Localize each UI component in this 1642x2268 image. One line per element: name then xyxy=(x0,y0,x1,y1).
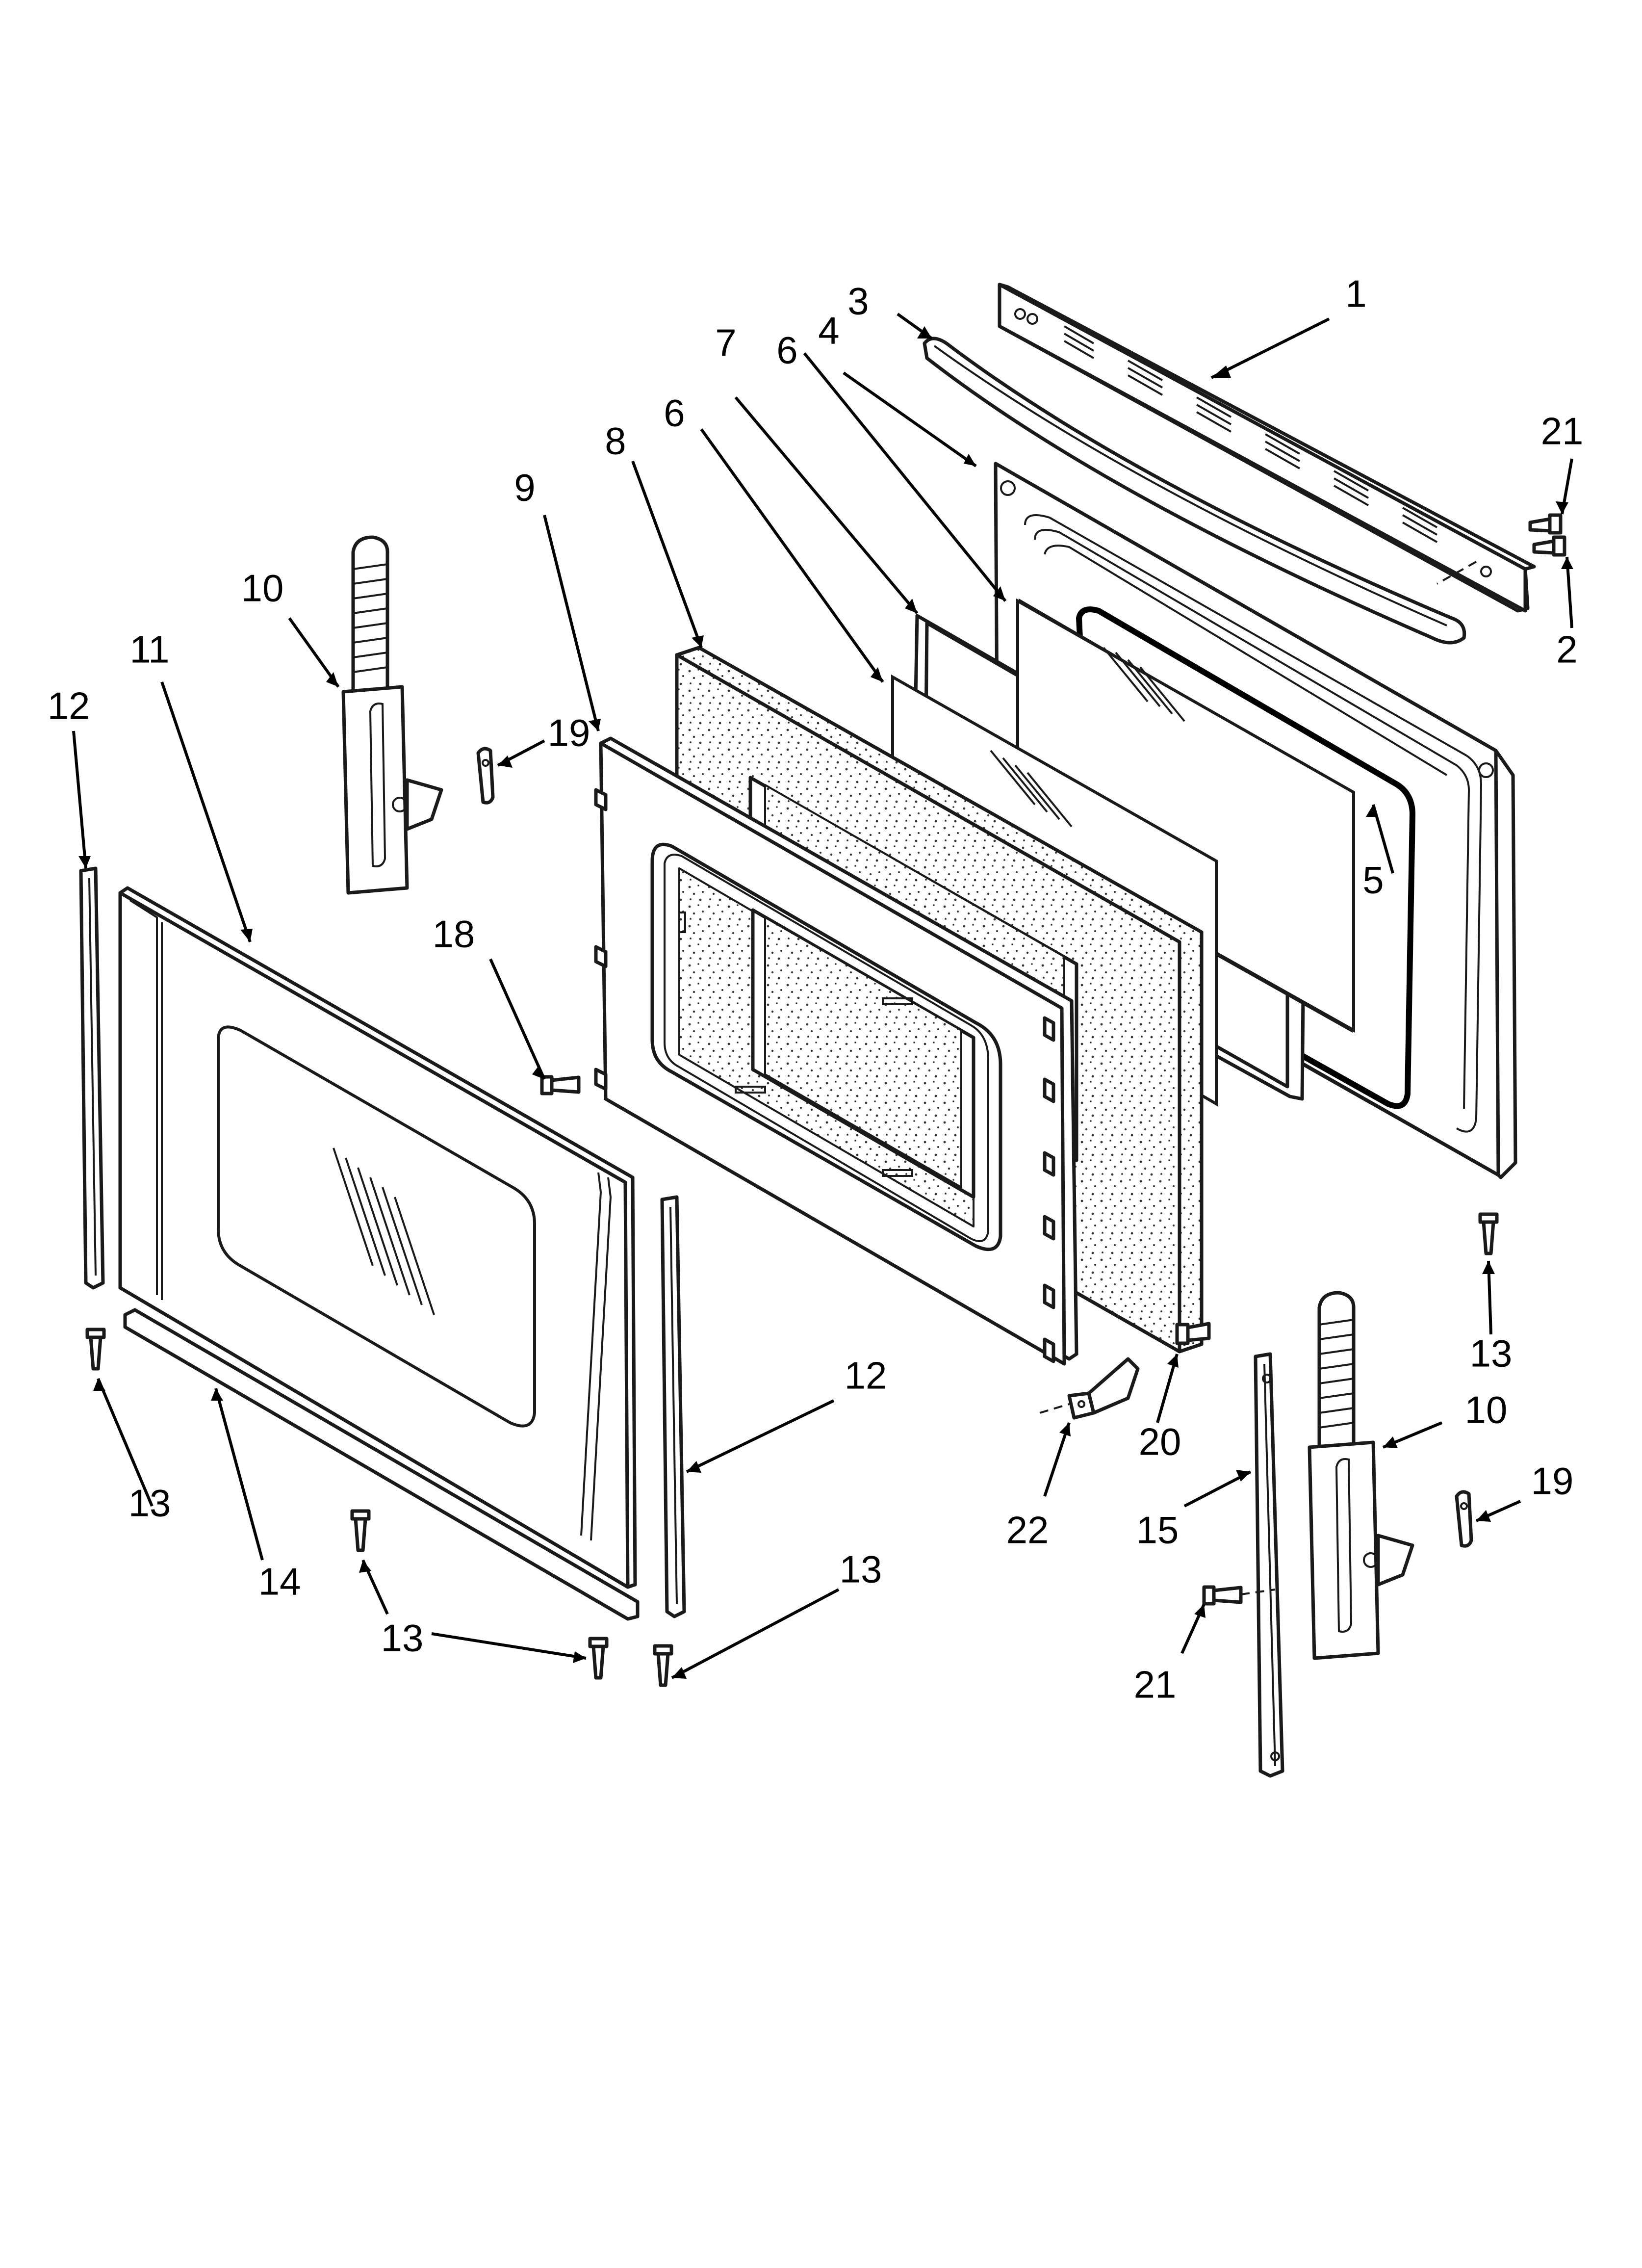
callout-1: 1 xyxy=(1345,272,1366,315)
screw-icon xyxy=(85,513,1566,1687)
callout-labels: 1 2 3 4 5 6 6 7 8 9 10 10 11 12 12 13 13… xyxy=(48,272,1584,1706)
part-21-screw xyxy=(1528,513,1563,535)
callout-13: 13 xyxy=(128,1482,171,1525)
part-10-hinge-top xyxy=(341,535,443,895)
part-3-door-handle xyxy=(923,337,1466,645)
callout-6: 6 xyxy=(776,329,797,372)
part-13-screw xyxy=(85,1328,106,1371)
callout-10: 10 xyxy=(1465,1388,1508,1432)
callout-6: 6 xyxy=(664,391,685,435)
part-12-side-trim-left xyxy=(79,866,105,1290)
callout-12: 12 xyxy=(48,684,90,728)
arrowheads xyxy=(78,326,1573,1679)
callout-14: 14 xyxy=(258,1560,301,1603)
callout-15: 15 xyxy=(1136,1509,1179,1552)
part-14-bottom-trim xyxy=(123,1308,640,1621)
callout-9: 9 xyxy=(514,466,535,509)
callout-19: 19 xyxy=(1531,1460,1574,1503)
callout-13: 13 xyxy=(381,1616,424,1660)
callout-2: 2 xyxy=(1556,628,1577,671)
callout-22: 22 xyxy=(1006,1509,1049,1552)
part-19-clip-top xyxy=(476,747,495,805)
callout-19: 19 xyxy=(548,711,590,755)
callout-12: 12 xyxy=(845,1354,887,1397)
part-11-outer-door-panel xyxy=(118,886,637,1589)
callout-13: 13 xyxy=(840,1548,882,1591)
callout-11: 11 xyxy=(130,628,170,671)
callout-5: 5 xyxy=(1362,859,1384,902)
part-2-screw xyxy=(1532,535,1566,557)
part-10-hinge-bottom xyxy=(1308,1291,1414,1660)
part-1-vent-trim xyxy=(998,283,1536,613)
part-13-screw xyxy=(653,1644,673,1687)
part-18-screw xyxy=(540,1075,581,1095)
callout-8: 8 xyxy=(605,419,626,463)
part-21-screw xyxy=(1202,1585,1243,1606)
part-22-hinge-bracket xyxy=(1067,1357,1140,1420)
part-9-inner-door-panel xyxy=(594,736,1078,1366)
callout-13: 13 xyxy=(1470,1332,1513,1375)
callout-10: 10 xyxy=(241,567,284,610)
part-12-side-trim-right xyxy=(660,1195,686,1618)
part-15-hinge-channel xyxy=(1254,1352,1284,1778)
callout-21: 21 xyxy=(1541,410,1584,453)
part-20-screw xyxy=(1175,1322,1211,1345)
part-13-screw xyxy=(350,1509,371,1552)
callout-3: 3 xyxy=(847,280,869,323)
callout-18: 18 xyxy=(433,912,475,956)
part-13-screw xyxy=(1478,1212,1499,1255)
part-19-clip-bottom xyxy=(1455,1490,1473,1548)
callout-7: 7 xyxy=(715,321,736,365)
callout-4: 4 xyxy=(818,309,839,352)
callout-21: 21 xyxy=(1134,1663,1177,1706)
part-13-screw xyxy=(588,1637,609,1680)
callout-20: 20 xyxy=(1139,1420,1181,1463)
